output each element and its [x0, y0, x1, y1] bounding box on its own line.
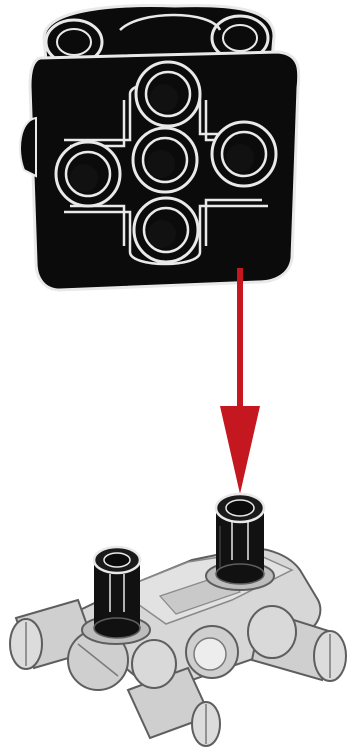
- cross-hole-top: [136, 62, 200, 126]
- black-pin-right: [206, 494, 274, 590]
- cross-hole-left: [56, 142, 120, 206]
- cross-hole-center: [133, 128, 197, 192]
- black-pin-left: [82, 547, 150, 644]
- connector-center-hole: [186, 626, 238, 678]
- cross-hole-bottom: [134, 198, 198, 262]
- red-arrow-down-icon: [220, 268, 260, 494]
- cross-hole-right: [212, 122, 276, 186]
- technic-cross-block-icon: [20, 6, 299, 290]
- technic-pin-connector-icon: [10, 494, 346, 746]
